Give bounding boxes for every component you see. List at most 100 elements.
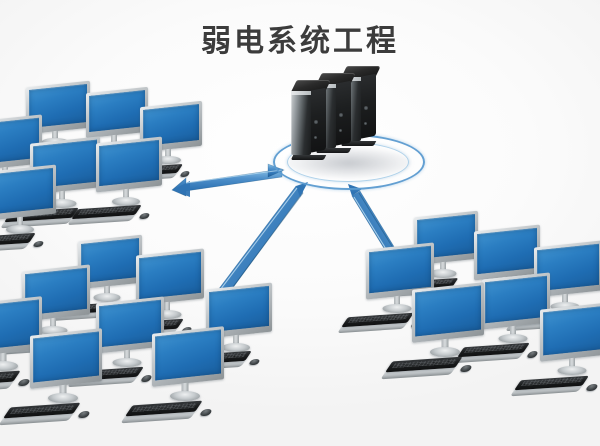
mouse[interactable] (525, 351, 540, 358)
workstation[interactable] (0, 296, 42, 394)
keyboard[interactable] (0, 402, 81, 426)
mouse[interactable] (76, 411, 92, 418)
monitor[interactable] (206, 282, 272, 352)
server-bevel (291, 91, 311, 95)
monitor[interactable] (482, 272, 550, 343)
monitor-stand-base (152, 310, 182, 319)
monitor-bezel (412, 282, 484, 343)
monitor[interactable] (78, 234, 142, 302)
monitor-screen[interactable] (155, 329, 221, 381)
workstation[interactable] (445, 224, 540, 314)
server-activity-led-icon (314, 136, 317, 139)
workstation[interactable] (50, 234, 142, 322)
keyboard[interactable] (380, 356, 463, 380)
monitor-stand-base (93, 293, 121, 302)
keyboard-keycaps (520, 377, 584, 386)
monitor[interactable] (0, 296, 42, 371)
monitor[interactable] (22, 264, 90, 335)
monitor-stand-base (430, 347, 460, 357)
monitor-stand-base (429, 269, 457, 278)
monitor-screen[interactable] (33, 331, 99, 383)
mouse[interactable] (32, 241, 45, 247)
mouse[interactable] (138, 213, 151, 219)
page-title: 弱电系统工程 (201, 24, 399, 59)
monitor-stand-base (0, 361, 18, 371)
monitor-stand-base (170, 391, 200, 401)
keyboard[interactable] (0, 232, 36, 254)
monitor-screen[interactable] (89, 90, 145, 132)
monitor[interactable] (366, 242, 434, 313)
monitor-stand-base (557, 366, 587, 375)
keyboard-keycaps (77, 206, 138, 215)
server-power-led-icon (364, 106, 368, 110)
workstation[interactable] (0, 264, 90, 356)
monitor-stand-base (155, 156, 181, 164)
keyboard[interactable] (510, 375, 589, 397)
monitor-bezel (136, 248, 204, 306)
server-tower-1[interactable] (290, 80, 331, 160)
workstation[interactable] (453, 272, 550, 364)
mouse[interactable] (179, 171, 191, 177)
monitor-screen[interactable] (543, 305, 600, 356)
keyboard-keycaps (0, 372, 16, 382)
workstation[interactable] (386, 210, 478, 298)
keyboard-keycaps (132, 402, 198, 412)
mouse[interactable] (248, 359, 261, 365)
keyboard[interactable] (453, 342, 530, 364)
monitor[interactable] (136, 248, 204, 319)
monitor-screen[interactable] (477, 227, 537, 275)
keyboard-palm-rest (0, 381, 14, 394)
monitor[interactable] (0, 164, 56, 234)
workstation[interactable] (0, 136, 100, 229)
mouse[interactable] (198, 409, 214, 416)
monitor[interactable] (30, 328, 102, 403)
mouse[interactable] (458, 365, 474, 372)
monitor-screen[interactable] (139, 251, 201, 300)
mouse[interactable] (16, 379, 32, 386)
monitor[interactable] (96, 136, 162, 206)
keyboard[interactable] (120, 400, 203, 424)
monitor-stand-base (6, 225, 34, 234)
monitor-bezel (0, 164, 56, 221)
monitor-stand-base (498, 334, 528, 343)
arrow-left-cluster (171, 163, 285, 197)
monitor-stand-base (48, 393, 78, 403)
mouse[interactable] (584, 384, 600, 391)
keyboard[interactable] (337, 312, 414, 334)
workstation[interactable] (337, 242, 434, 334)
keyboard-keycaps (10, 404, 76, 414)
workstation[interactable] (0, 164, 56, 254)
workstation[interactable] (67, 136, 162, 226)
monitor[interactable] (414, 210, 478, 278)
workstation[interactable] (67, 296, 164, 388)
monitor-screen[interactable] (209, 285, 269, 333)
monitor[interactable] (86, 86, 148, 150)
workstation[interactable] (177, 282, 272, 372)
monitor-stand-base (382, 304, 412, 313)
workstation[interactable] (380, 282, 484, 380)
monitor[interactable] (474, 224, 540, 294)
keyboard[interactable] (0, 370, 21, 394)
monitor[interactable] (96, 296, 164, 367)
server-front-panel (291, 91, 311, 155)
workstation[interactable] (120, 326, 224, 424)
monitor[interactable] (152, 326, 224, 401)
monitor[interactable] (412, 282, 484, 357)
workstation[interactable] (113, 100, 202, 182)
monitor[interactable] (540, 302, 600, 375)
workstation[interactable] (59, 86, 148, 168)
monitor-screen[interactable] (415, 285, 481, 337)
workstation[interactable] (107, 248, 204, 340)
monitor[interactable] (30, 136, 100, 208)
workstation[interactable] (510, 302, 600, 397)
keyboard-keycaps (392, 358, 458, 368)
monitor[interactable] (140, 100, 202, 164)
keyboard-keycaps (463, 344, 525, 353)
monitor-screen[interactable] (0, 167, 53, 215)
monitor-screen[interactable] (485, 275, 547, 324)
monitor-bezel (30, 328, 102, 389)
monitor-stand-base (112, 197, 140, 206)
workstation[interactable] (0, 328, 102, 426)
server-stack[interactable] (273, 62, 425, 190)
monitor-screen[interactable] (99, 139, 159, 187)
